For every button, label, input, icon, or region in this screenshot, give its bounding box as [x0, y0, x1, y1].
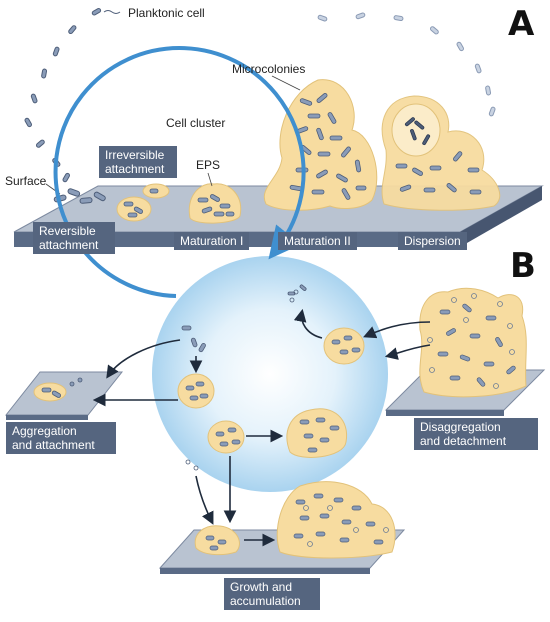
label-planktonic-cell: Planktonic cell — [128, 6, 205, 20]
process-arrows — [92, 308, 431, 547]
label-surface: Surface — [5, 174, 47, 188]
sphere-colony-middle — [207, 420, 245, 454]
sphere-colony-left — [177, 373, 215, 409]
irreversible-colony — [116, 183, 170, 222]
cycle-sphere — [152, 256, 388, 492]
stage-disaggregation-line1: Disaggregation — [420, 420, 501, 434]
planktonic-cells-right — [317, 12, 496, 117]
sphere-cocci — [185, 289, 299, 471]
label-eps: EPS — [196, 158, 221, 172]
dispersion-colony — [381, 95, 501, 211]
leader-eps — [207, 172, 213, 187]
disaggregation-colony — [419, 287, 527, 398]
label-microcolonies: Microcolonies — [232, 62, 306, 76]
stage-reversible-attachment: Reversible attachment — [33, 222, 115, 254]
disaggregation-cocci — [427, 293, 515, 389]
cell-cluster — [188, 183, 242, 224]
planktonic-cell-icon — [103, 10, 121, 14]
surface-slab-end — [460, 186, 542, 247]
stage-aggregation-attachment: Aggregation and attachment — [6, 422, 116, 454]
panel-a-letter: A — [508, 4, 535, 44]
stage-irreversible-line1: Irreversible — [105, 148, 165, 162]
stage-maturation-1: Maturation I — [174, 232, 250, 250]
label-cell-cluster: Cell cluster — [166, 116, 226, 130]
stage-maturation-2: Maturation II — [278, 232, 357, 250]
sphere-colony-large — [286, 408, 348, 458]
disaggregation-cells — [437, 303, 516, 387]
panel-b-letter: B — [510, 246, 536, 286]
sphere-colony-top-right — [323, 327, 365, 365]
stage-aggregation-line2: and attachment — [12, 438, 95, 452]
stage-disaggregation-line2: and detachment — [420, 434, 507, 448]
stage-irreversible-line2: attachment — [105, 162, 165, 176]
aggregation-plate-side — [6, 415, 88, 420]
panel-b — [4, 46, 546, 574]
stage-irreversible-attachment: Irreversible attachment — [99, 146, 177, 178]
planktonic-cells-left — [24, 8, 102, 183]
stage-reversible-line2: attachment — [39, 238, 99, 252]
microcolonies — [263, 79, 378, 211]
stage-aggregation-line1: Aggregation — [12, 424, 77, 438]
panel-a — [13, 8, 544, 247]
sphere-planktonic-cells — [181, 284, 307, 353]
leader-microcolonies — [271, 75, 301, 91]
stage-reversible-line1: Reversible — [39, 224, 96, 238]
disaggregation-plate-side — [386, 410, 504, 416]
growth-colony-large — [276, 481, 396, 559]
stage-growth-line1: Growth and — [230, 580, 293, 594]
growth-plate-side — [160, 568, 370, 574]
stage-growth-line2: accumulation — [230, 594, 301, 608]
stage-dispersion: Dispersion — [398, 232, 467, 250]
stage-disaggregation-detachment: Disaggregation and detachment — [414, 418, 538, 450]
aggregation-cells — [41, 377, 83, 398]
growth-colony-small — [194, 525, 240, 556]
stage-growth-accumulation: Growth and accumulation — [224, 578, 320, 610]
